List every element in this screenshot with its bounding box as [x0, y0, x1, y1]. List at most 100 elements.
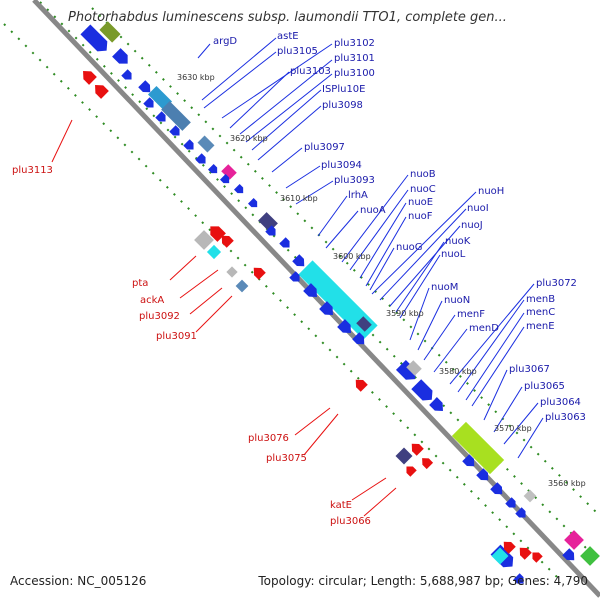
feature-box — [206, 244, 222, 260]
forward-gene-arrow — [319, 301, 333, 315]
gene-label-forward[interactable]: menC — [526, 307, 555, 318]
gene-label-forward[interactable]: nuoE — [408, 197, 433, 208]
kbp-tick-label: 3570 kbp — [494, 424, 532, 433]
gene-label-reverse[interactable]: katE — [330, 500, 352, 511]
gene-label-forward[interactable]: menB — [526, 294, 555, 305]
feature-block — [99, 21, 121, 43]
forward-gene-arrow — [476, 468, 489, 481]
gene-label-reverse[interactable]: plu3091 — [156, 331, 197, 342]
gene-label-forward[interactable]: nuoK — [445, 236, 471, 247]
gene-label-forward[interactable]: menF — [457, 309, 485, 320]
kbp-tick-label: 3610 kbp — [280, 194, 318, 203]
leader-line-forward — [395, 241, 445, 313]
forward-gene-arrow — [490, 482, 503, 495]
gene-label-forward[interactable]: plu3102 — [334, 38, 375, 49]
gene-label-forward[interactable]: nuoM — [431, 282, 458, 293]
gene-label-forward[interactable]: menD — [469, 323, 499, 334]
kbp-tick-label: 3590 kbp — [386, 309, 424, 318]
leader-line-reverse — [294, 407, 331, 436]
gene-label-forward[interactable]: plu3067 — [509, 364, 550, 375]
gene-label-forward[interactable]: plu3103 — [290, 66, 331, 77]
kbp-tick-label: 3600 kbp — [333, 252, 371, 261]
gene-label-forward[interactable]: plu3065 — [524, 381, 565, 392]
forward-gene-arrow — [292, 254, 305, 267]
kbp-tick-label: 3580 kbp — [439, 367, 477, 376]
leader-line-forward — [295, 180, 334, 205]
leader-line-forward — [517, 417, 544, 459]
gene-label-forward[interactable]: nuoJ — [461, 220, 483, 231]
gene-label-forward[interactable]: nuoG — [396, 242, 423, 253]
gene-label-reverse[interactable]: plu3076 — [248, 433, 289, 444]
forward-gene-arrow — [513, 573, 524, 584]
forward-gene-arrow — [279, 237, 290, 248]
gene-label-forward[interactable]: plu3064 — [540, 397, 581, 408]
forward-gene-arrow — [207, 163, 218, 174]
leader-line-reverse — [195, 295, 233, 333]
leader-line-forward — [369, 247, 395, 291]
feature-box — [226, 266, 238, 278]
reverse-gene-arrow — [503, 541, 516, 554]
leader-line-forward — [449, 283, 535, 385]
forward-gene-arrow — [265, 225, 276, 236]
gene-label-forward[interactable]: nuoH — [478, 186, 504, 197]
feature-box — [580, 546, 600, 566]
leader-line-reverse — [351, 477, 387, 501]
gene-label-forward[interactable]: astE — [277, 31, 299, 42]
gene-label-forward[interactable]: plu3063 — [545, 412, 586, 423]
leader-line-forward — [251, 89, 322, 151]
genome-summary-text: Topology: circular; Length: 5,688,987 bp… — [258, 574, 588, 588]
gene-label-forward[interactable]: nuoI — [467, 203, 489, 214]
gene-label-forward[interactable]: plu3098 — [322, 100, 363, 111]
reverse-gene-arrow — [411, 443, 424, 456]
gene-label-forward[interactable]: plu3093 — [334, 175, 375, 186]
forward-gene-arrow — [112, 48, 128, 64]
leader-line-forward — [417, 300, 443, 351]
leader-line-forward — [285, 165, 321, 189]
gene-label-forward[interactable]: lrhA — [348, 190, 368, 201]
gene-label-forward[interactable]: plu3097 — [304, 142, 345, 153]
gene-label-reverse[interactable]: plu3113 — [12, 165, 53, 176]
gene-label-forward[interactable]: plu3094 — [321, 160, 362, 171]
gene-label-forward[interactable]: plu3101 — [334, 53, 375, 64]
gene-label-forward[interactable]: nuoA — [360, 205, 386, 216]
reverse-gene-arrow — [406, 466, 417, 477]
page-title: Photorhabdus luminescens subsp. laumondi… — [68, 10, 507, 25]
forward-gene-arrow — [169, 125, 180, 136]
leader-line-forward — [239, 59, 333, 135]
gene-label-forward[interactable]: plu3105 — [277, 46, 318, 57]
gene-label-forward[interactable]: nuoC — [410, 184, 436, 195]
tick-line-outer-left — [3, 23, 561, 581]
leader-line-forward — [203, 51, 277, 109]
forward-gene-arrow — [80, 24, 108, 52]
reverse-gene-arrow — [210, 226, 226, 242]
gene-label-forward[interactable]: nuoL — [441, 249, 466, 260]
leader-line-forward — [245, 73, 333, 143]
reverse-gene-arrow — [355, 379, 368, 392]
gene-label-forward[interactable]: nuoN — [444, 295, 470, 306]
accession-text: Accession: NC_005126 — [10, 574, 147, 588]
gene-label-reverse[interactable]: ackA — [140, 295, 164, 306]
gene-label-reverse[interactable]: plu3092 — [139, 311, 180, 322]
gene-label-forward[interactable]: ISPlu10E — [322, 84, 366, 95]
gene-label-forward[interactable]: argD — [213, 36, 237, 47]
gene-label-forward[interactable]: nuoF — [408, 211, 433, 222]
reverse-gene-arrow — [422, 458, 434, 470]
gene-label-reverse[interactable]: plu3075 — [266, 453, 307, 464]
gene-label-forward[interactable]: plu3100 — [334, 68, 375, 79]
gene-label-forward[interactable]: nuoB — [410, 169, 436, 180]
leader-line-forward — [379, 208, 467, 301]
reverse-gene-arrow — [95, 85, 109, 99]
leader-line-forward — [433, 328, 468, 373]
forward-gene-arrow — [429, 397, 443, 411]
gene-label-forward[interactable]: menE — [526, 321, 555, 332]
leader-line-reverse — [303, 413, 339, 456]
forward-gene-arrow — [515, 507, 526, 518]
gene-label-reverse[interactable]: pta — [132, 278, 148, 289]
forward-gene-arrow — [219, 173, 230, 184]
gene-label-forward[interactable]: plu3072 — [536, 278, 577, 289]
reverse-gene-arrow — [519, 547, 532, 560]
gene-label-reverse[interactable]: plu3066 — [330, 516, 371, 527]
kbp-tick-label: 3630 kbp — [177, 73, 215, 82]
forward-gene-arrow — [505, 497, 516, 508]
leader-line-forward — [493, 386, 523, 433]
